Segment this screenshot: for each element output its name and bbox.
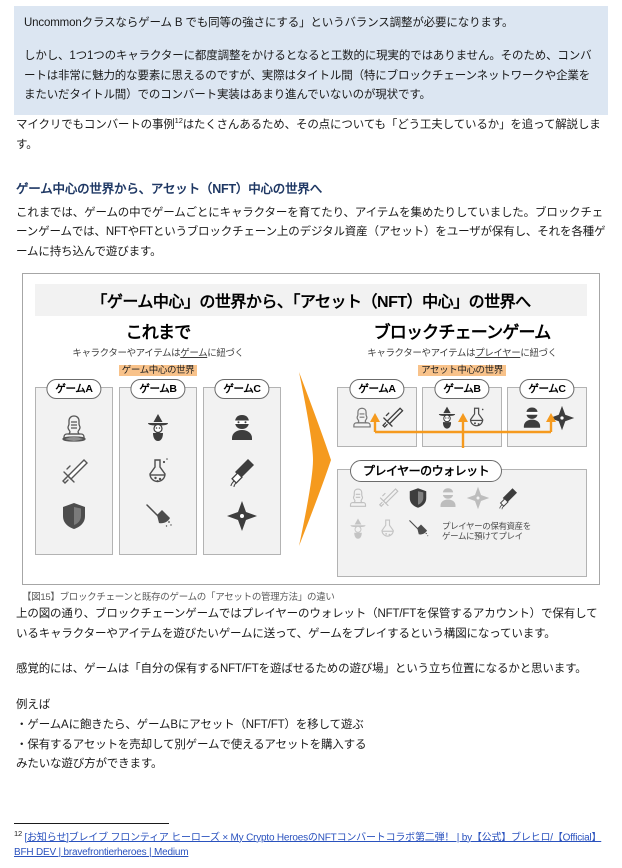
right-game-cards-row: ゲームA ゲームB	[337, 378, 587, 447]
left-game-c-icons	[204, 408, 280, 537]
shield-icon	[58, 500, 90, 537]
left-game-c-label: ゲームC	[214, 378, 270, 399]
witch-icon	[434, 405, 460, 436]
potion-icon	[142, 456, 174, 493]
right-game-b-icons	[423, 403, 501, 436]
left-panel-tag-text: ゲーム中心の世界	[118, 364, 198, 376]
example-item-2: ・保有するアセットを売却して別ゲームで使えるアセットを購入する	[16, 738, 367, 751]
left-game-card-a[interactable]: ゲームA	[35, 378, 113, 555]
ninja-icon	[519, 405, 545, 436]
footnote-divider	[14, 822, 169, 824]
right-game-card-c[interactable]: ゲームC	[507, 378, 587, 447]
right-panel-subtitle: キャラクターやアイテムはプレイヤーに紐づく	[337, 345, 587, 359]
left-game-card-c[interactable]: ゲームC	[203, 378, 281, 555]
footnote-marker[interactable]: 12	[174, 116, 183, 126]
broom-icon	[142, 500, 174, 537]
witch-icon	[346, 517, 370, 546]
left-game-cards-row: ゲームA	[35, 378, 281, 555]
wallet-label: プレイヤーのウォレット	[350, 459, 503, 482]
figure-transition-arrow	[291, 316, 335, 578]
right-game-b-label: ゲームB	[434, 378, 490, 399]
wallet-icons-row-2: プレイヤーの保有資産を ゲームに預けてプレイ	[346, 517, 578, 546]
sword-icon	[376, 486, 400, 515]
highlighted-intro-block: Uncommonクラスならゲーム B でも同等の強さにする」というバランス調整が…	[14, 6, 608, 116]
wallet-note-line-1: プレイヤーの保有資産を	[442, 520, 531, 531]
knight-icon	[58, 412, 90, 449]
kunai-icon	[496, 486, 520, 515]
right-sub-after: に紐づく	[520, 347, 557, 359]
right-panel-title: ブロックチェーンゲーム	[373, 322, 552, 342]
right-game-card-a[interactable]: ゲームA	[337, 378, 417, 447]
left-game-b-label: ゲームB	[130, 378, 186, 399]
left-game-card-b[interactable]: ゲームB	[119, 378, 197, 555]
post-figure-paragraph-1: 上の図の通り、ブロックチェーンゲームではプレイヤーのウォレット（NFT/FTを保…	[16, 607, 598, 640]
right-panel-tag: アセット中心の世界	[337, 360, 587, 378]
left-panel-subtitle: キャラクターやアイテムはゲームに紐づく	[35, 345, 281, 359]
figure-title: 「ゲーム中心」の世界から、「アセット（NFT）中心」の世界へ	[35, 283, 587, 316]
wallet-note-line-2: ゲームに預けてプレイ	[442, 531, 523, 542]
intro-paragraph-2: しかし、1つ1つのキャラクターに都度調整をかけるとなると工数的に現実的ではありま…	[24, 49, 592, 102]
figure-left-panel: これまで キャラクターやアイテムはゲームに紐づく ゲーム中心の世界 ゲームA	[23, 316, 291, 578]
left-panel-tag: ゲーム中心の世界	[35, 360, 281, 378]
broom-icon	[406, 517, 430, 546]
section-body-paragraph: これまでは、ゲームの中でゲームごとにキャラクターを育てたり、アイテムを集めたりし…	[16, 206, 606, 259]
footnote-area: 12 [お知らせ]ブレイブ フロンティア ヒーローズ × My Crypto H…	[14, 822, 608, 860]
kunai-icon	[226, 456, 258, 493]
right-panel-tag-text: アセット中心の世界	[418, 364, 506, 376]
shuriken-icon	[466, 486, 490, 515]
figure-15-container: 「ゲーム中心」の世界から、「アセット（NFT）中心」の世界へ これまで キャラク…	[22, 272, 600, 585]
left-game-a-icons	[36, 408, 112, 537]
shield-icon	[406, 486, 430, 515]
ninja-icon	[436, 486, 460, 515]
right-sub-underline: プレイヤー	[475, 347, 521, 359]
left-panel-title: これまで	[125, 322, 192, 342]
knight-icon	[349, 405, 375, 436]
right-game-a-label: ゲームA	[349, 378, 405, 399]
right-game-card-b[interactable]: ゲームB	[422, 378, 502, 447]
footnote-link[interactable]: [お知らせ]ブレイブ フロンティア ヒーローズ × My Crypto Hero…	[14, 832, 602, 858]
right-sub-before: キャラクターやアイテムは	[367, 347, 476, 359]
section-head-after: ）中心の世界へ	[235, 181, 322, 196]
intro-paragraph-1: Uncommonクラスならゲーム B でも同等の強さにする」というバランス調整が…	[24, 17, 514, 29]
section-head-before: ゲーム中心の世界から、アセット（	[16, 181, 213, 196]
footnote-text: 12 [お知らせ]ブレイブ フロンティア ヒーローズ × My Crypto H…	[14, 829, 608, 860]
sword-icon	[379, 405, 405, 436]
witch-icon	[142, 412, 174, 449]
right-game-a-icons	[338, 403, 416, 436]
knight-icon	[346, 486, 370, 515]
figure-caption: 【図15】ブロックチェーンと既存のゲームの「アセットの管理方法」の違い	[22, 591, 335, 603]
right-game-c-icons	[508, 403, 586, 436]
example-lead: 例えば	[16, 699, 51, 712]
footnote-reference-paragraph: マイクリでもコンバートの事例12はたくさんあるため、その点についても「どう工夫し…	[14, 116, 608, 156]
footnote-number: 12	[14, 828, 22, 838]
document-page: Uncommonクラスならゲーム B でも同等の強さにする」というバランス調整が…	[0, 6, 622, 868]
example-item-1: ・ゲームAに飽きたら、ゲームBにアセット（NFT/FT）を移して遊ぶ	[16, 718, 364, 731]
wallet-note: プレイヤーの保有資産を ゲームに預けてプレイ	[442, 521, 531, 542]
sword-icon	[58, 456, 90, 493]
player-wallet-card[interactable]: プレイヤーのウォレット	[337, 459, 587, 577]
examples-block: 例えば ・ゲームAに飽きたら、ゲームBにアセット（NFT/FT）を移して遊ぶ ・…	[16, 696, 608, 775]
left-game-a-label: ゲームA	[46, 378, 102, 399]
section-head-bold: NFT	[212, 181, 236, 196]
footnote-para-part-1: マイクリでもコンバートの事例	[16, 119, 175, 132]
left-sub-before: キャラクターやアイテムは	[72, 347, 181, 359]
footnote-para-part-2: はたくさんあるため、その点についても「どう工夫しているか」を追って解説します。	[16, 119, 601, 151]
left-sub-after: に紐づく	[207, 347, 244, 359]
potion-icon	[376, 517, 400, 546]
page-title: ゲーム中心の世界から、アセット（NFT）中心の世界へ	[16, 178, 608, 197]
ninja-icon	[226, 412, 258, 449]
shuriken-icon	[549, 405, 575, 436]
shuriken-icon	[226, 500, 258, 537]
post-figure-paragraph-2: 感覚的には、ゲームは「自分の保有するNFT/FTを遊ばせるための遊び場」という立…	[16, 663, 587, 676]
wallet-icons-row-1	[346, 486, 578, 515]
example-closing: みたいな遊び方ができます。	[16, 758, 163, 771]
figure-right-panel: ブロックチェーンゲーム キャラクターやアイテムはプレイヤーに紐づく アセット中心…	[335, 316, 599, 578]
right-game-c-label: ゲームC	[519, 378, 575, 399]
potion-icon	[464, 405, 490, 436]
left-sub-underline: ゲーム	[180, 347, 208, 359]
left-game-b-icons	[120, 408, 196, 537]
figure-columns: これまで キャラクターやアイテムはゲームに紐づく ゲーム中心の世界 ゲームA	[23, 316, 599, 578]
